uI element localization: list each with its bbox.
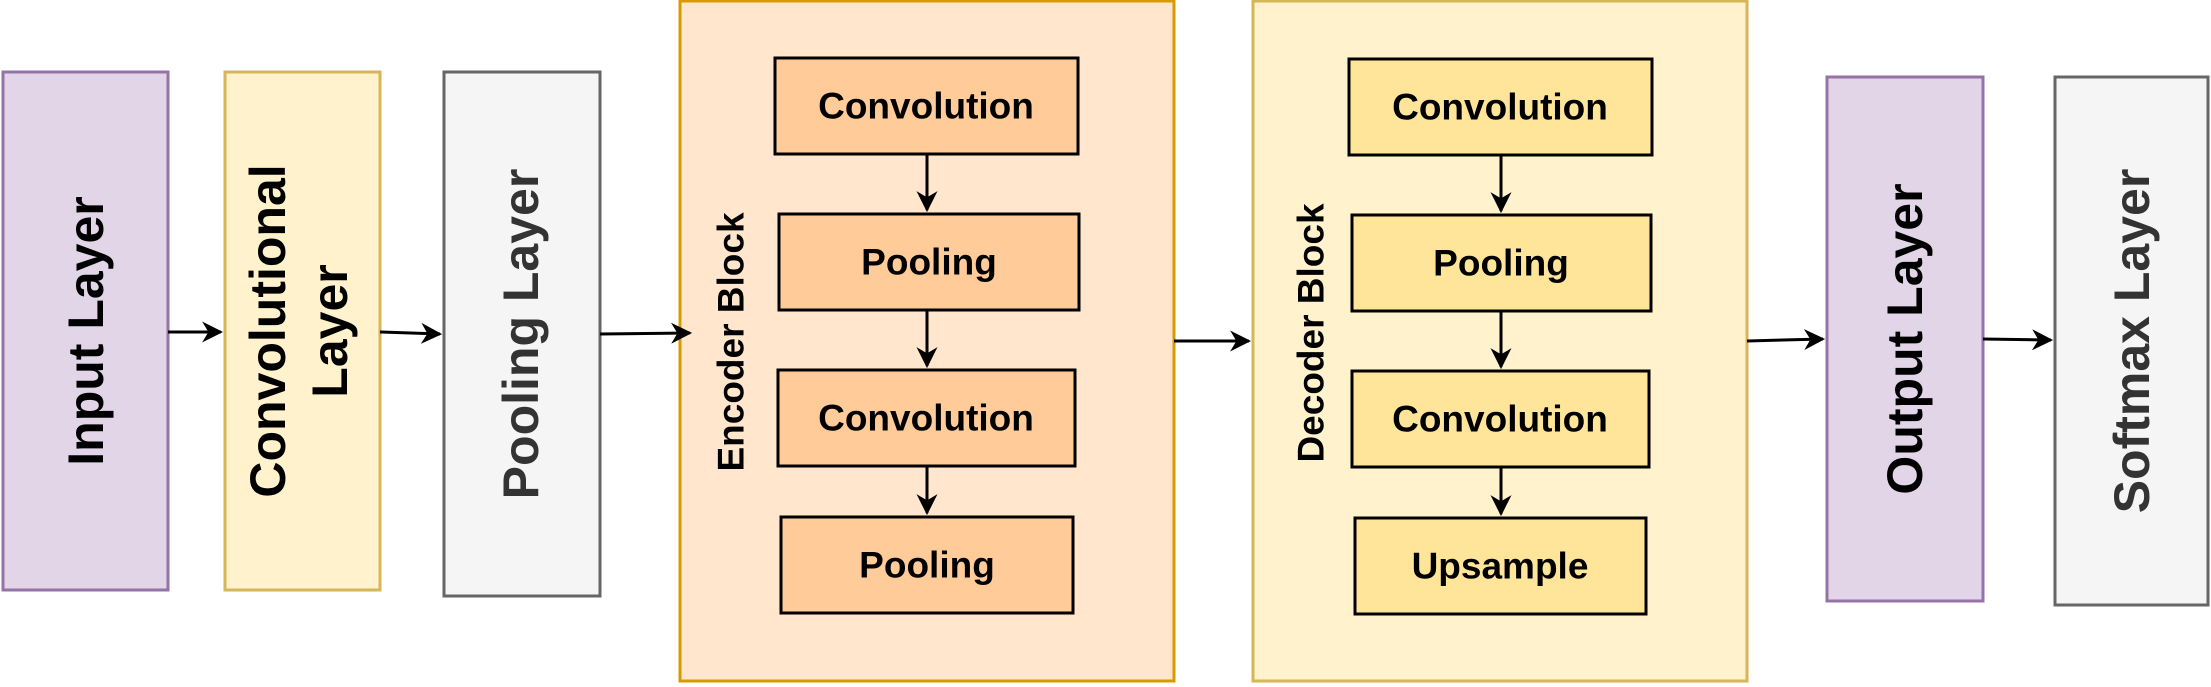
- convolutional-layer-label-line1: Convolutional: [240, 164, 296, 497]
- encoder-step-pooling: Pooling: [859, 545, 995, 586]
- flow-arrow: [1982, 329, 2054, 351]
- decoder-block-title: Decoder Block: [1291, 203, 1332, 463]
- decoder-step-convolution: Convolution: [1392, 399, 1608, 440]
- softmax-layer: Softmax Layer: [2053, 75, 2210, 607]
- convolutional-layer: Convolutional Layer: [223, 70, 382, 592]
- pooling-layer: Pooling Layer: [442, 70, 602, 598]
- input-layer: Input Layer: [1, 70, 170, 592]
- encoder-step-convolution: Convolution: [818, 398, 1034, 439]
- encoder-block: Encoder Block Convolution Pooling Convol…: [678, 0, 1176, 683]
- decoder-step-pooling: Pooling: [1433, 243, 1569, 284]
- softmax-layer-label: Softmax Layer: [2104, 169, 2160, 514]
- encoder-step-convolution: Convolution: [818, 86, 1034, 127]
- flow-arrow: [379, 322, 443, 344]
- encoder-block-title: Encoder Block: [711, 212, 752, 471]
- pooling-layer-label: Pooling Layer: [493, 169, 549, 500]
- flow-arrow: [1746, 329, 1826, 350]
- input-layer-label: Input Layer: [58, 196, 114, 465]
- output-layer: Output Layer: [1825, 75, 1985, 603]
- flow-arrow: [599, 322, 693, 344]
- output-layer-label: Output Layer: [1877, 183, 1933, 494]
- decoder-step-upsample: Upsample: [1412, 546, 1589, 587]
- encoder-step-pooling: Pooling: [861, 242, 997, 283]
- decoder-block: Decoder Block Convolution Pooling Convol…: [1251, 0, 1749, 683]
- decoder-step-convolution: Convolution: [1392, 87, 1608, 128]
- convolutional-layer-label-line2: Layer: [302, 264, 358, 397]
